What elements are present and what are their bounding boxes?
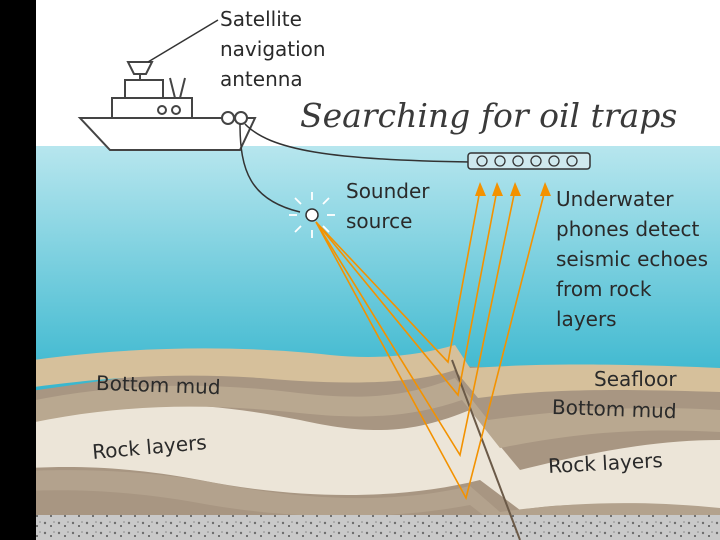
diagram-title: Searching for oil traps	[300, 96, 678, 135]
seafloor-mud	[0, 345, 720, 398]
left-edge-bar	[0, 0, 36, 540]
rock-layers-right-label: Rock layers	[547, 448, 664, 478]
sounder-label: Sounder source	[346, 179, 430, 233]
antenna-label: Satellite navigation antenna	[220, 7, 326, 91]
sounder-burst-icon	[289, 192, 335, 238]
arrowhead-icon	[475, 182, 551, 196]
gravel-base	[0, 515, 720, 540]
bottom-mud-left-label: Bottom mud	[95, 370, 221, 400]
hydrophone-streamer-icon	[467, 152, 591, 170]
seismic-rays	[315, 189, 546, 501]
sounder-cable	[239, 123, 301, 213]
fault-line	[451, 359, 521, 540]
antenna-leader-line	[147, 19, 219, 63]
rock-layer-light	[0, 404, 720, 520]
bottom-mud-right-label: Bottom mud	[551, 394, 677, 424]
ship-icon	[77, 61, 257, 151]
seafloor-label: Seafloor	[594, 367, 677, 391]
rock-layer-dark	[0, 378, 720, 448]
streamer-cable	[244, 123, 471, 163]
phones-label: Underwater phones detect seismic echoes …	[556, 187, 709, 331]
